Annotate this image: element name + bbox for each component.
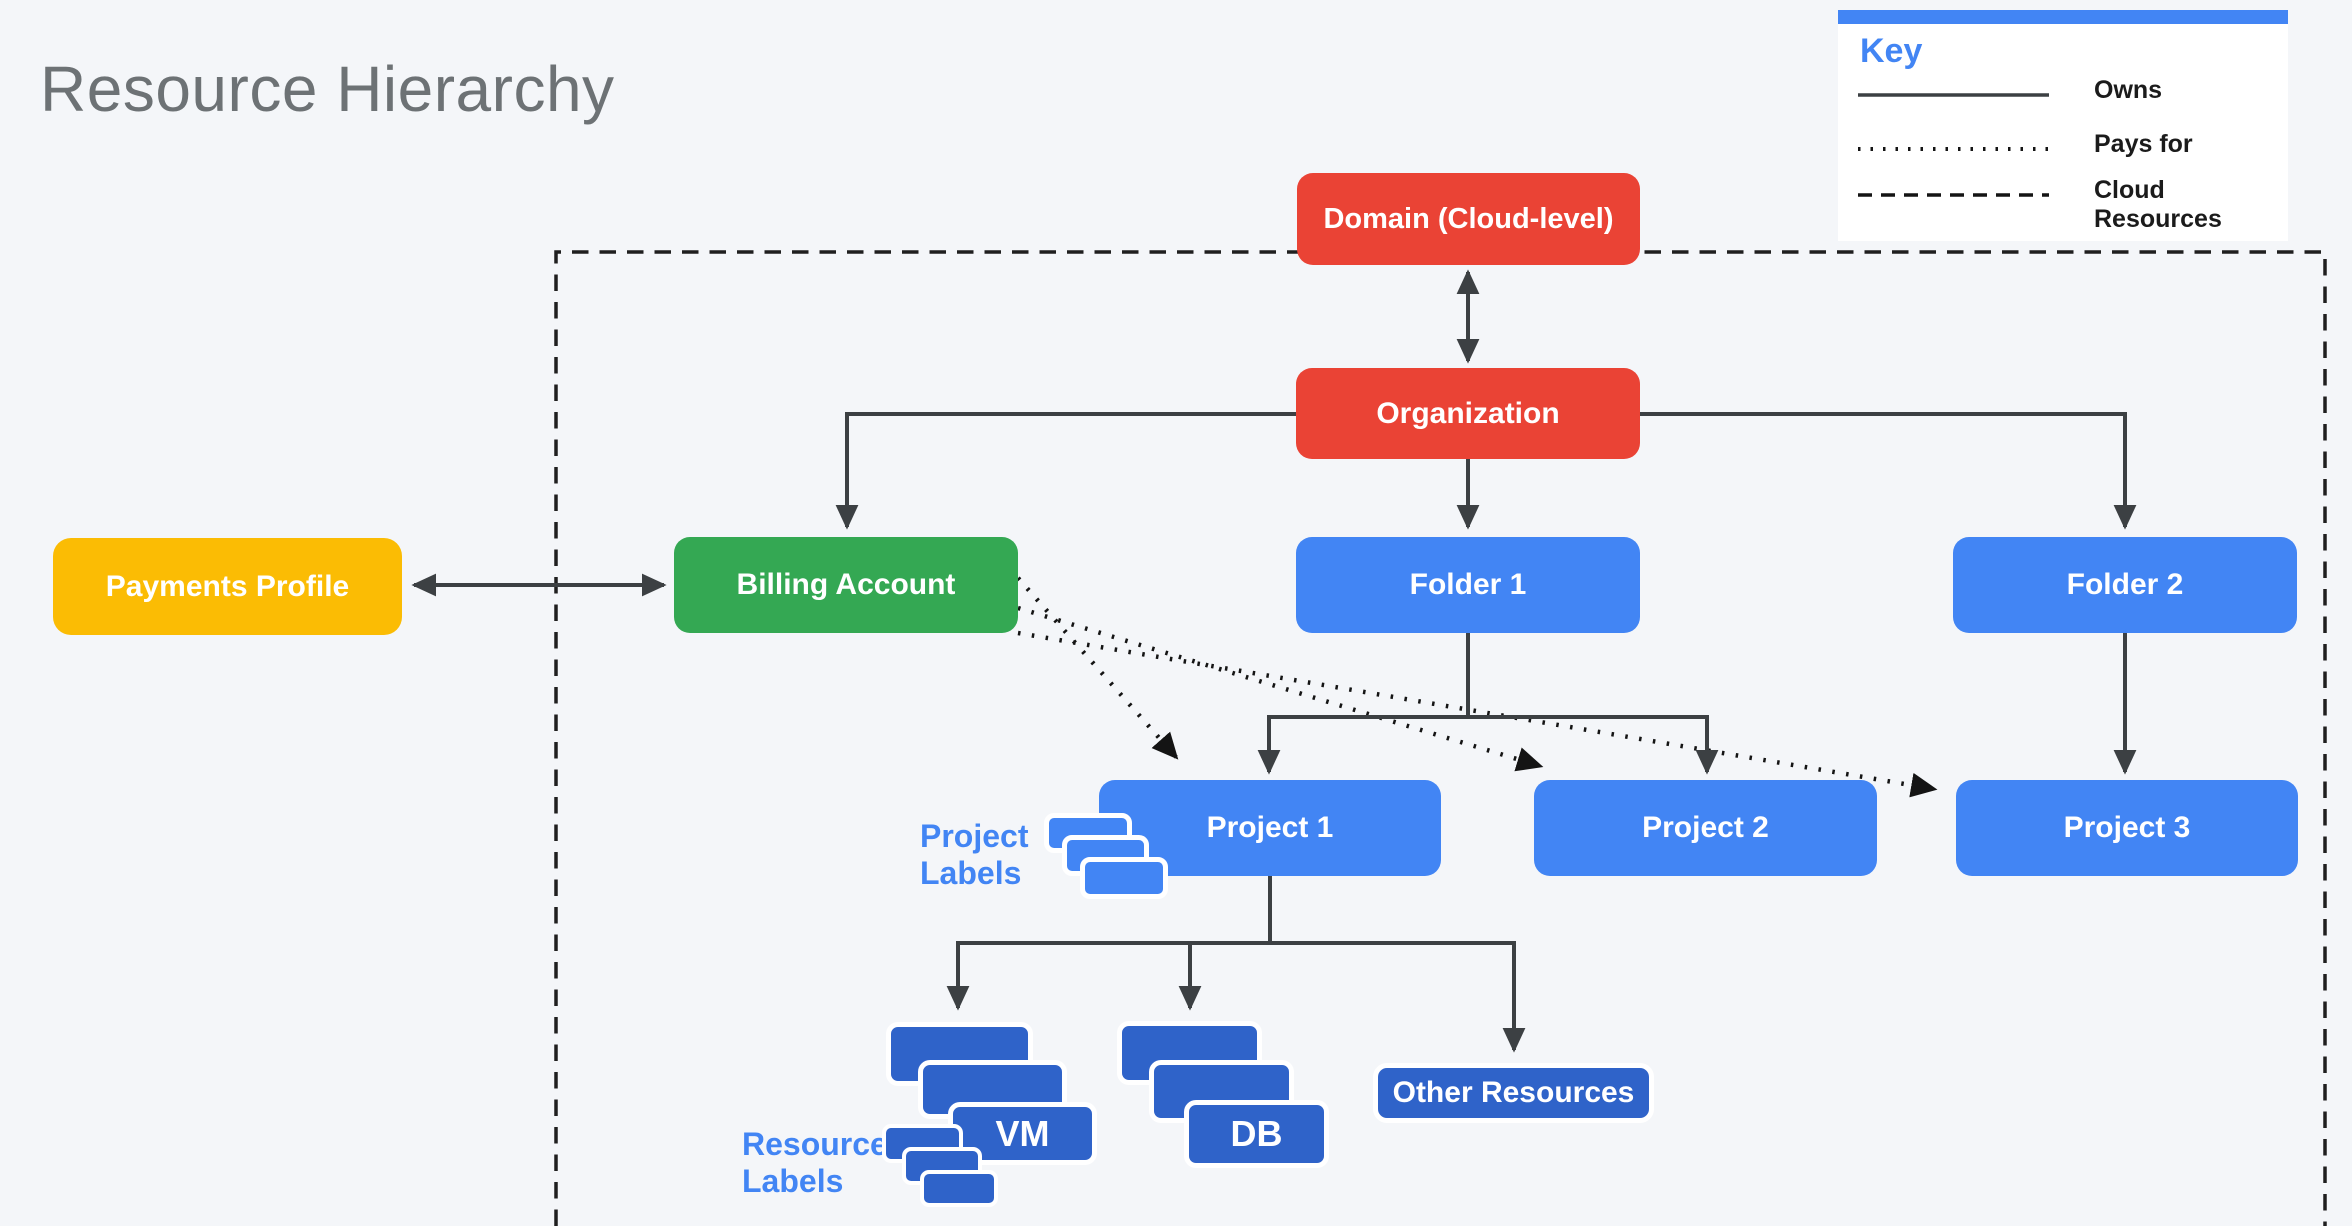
key-line-dashed-icon bbox=[1858, 193, 2049, 197]
key-top-bar bbox=[1838, 10, 2288, 24]
edge-billing-pays-project3 bbox=[1017, 630, 1938, 798]
resource-labels-caption-line2: Labels bbox=[742, 1163, 844, 1199]
project-labels-caption-line2: Labels bbox=[920, 855, 1022, 891]
db-card-front: DB bbox=[1184, 1100, 1329, 1168]
node-domain: Domain (Cloud-level) bbox=[1297, 173, 1640, 265]
key-item-owns: Owns bbox=[2094, 76, 2163, 104]
resource-labels-caption-line1: Resource bbox=[742, 1126, 888, 1162]
node-project-3: Project 3 bbox=[1956, 780, 2298, 876]
key-item-pays-for: Pays for bbox=[2094, 130, 2193, 158]
vm-card-front: VM bbox=[948, 1102, 1097, 1165]
key-item-cloud-resources: Cloud Resources bbox=[2094, 176, 2222, 233]
edge-billing-pays-project1 bbox=[1016, 576, 1179, 760]
key-line-solid-icon bbox=[1858, 93, 2049, 97]
node-organization: Organization bbox=[1296, 368, 1640, 459]
node-folder-2: Folder 2 bbox=[1953, 537, 2297, 633]
project-labels-caption: Project Labels bbox=[920, 818, 1028, 892]
resource-labels-caption: Resource Labels bbox=[742, 1126, 888, 1200]
project-labels-caption-line1: Project bbox=[920, 818, 1029, 854]
key-line-dotted-icon bbox=[1858, 147, 2049, 151]
node-billing-account: Billing Account bbox=[674, 537, 1018, 633]
node-folder-1: Folder 1 bbox=[1296, 537, 1640, 633]
node-project-2: Project 2 bbox=[1534, 780, 1877, 876]
node-project-1: Project 1 bbox=[1099, 780, 1441, 876]
page-title: Resource Hierarchy bbox=[40, 53, 615, 125]
node-other-resources: Other Resources bbox=[1373, 1063, 1654, 1123]
node-payments-profile: Payments Profile bbox=[53, 538, 402, 635]
edge-organization-billing bbox=[835, 412, 1296, 530]
project-label-card-3 bbox=[1080, 857, 1168, 899]
vm-card-back bbox=[886, 1022, 1033, 1086]
key-box: Key Owns Pays for Cloud Resources bbox=[1838, 10, 2288, 241]
key-heading: Key bbox=[1860, 32, 1923, 70]
edge-organization-folder2 bbox=[1640, 412, 2137, 530]
resource-label-card-3 bbox=[920, 1170, 998, 1207]
